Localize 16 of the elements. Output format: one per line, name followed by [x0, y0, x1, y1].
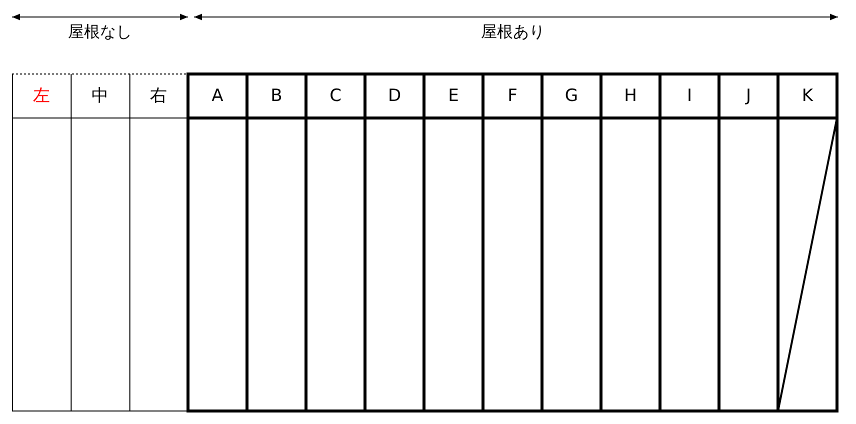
- column-header: 右: [149, 86, 168, 106]
- column-header: 中: [90, 86, 110, 106]
- column-header: E: [447, 86, 460, 106]
- column-header: G: [564, 86, 580, 106]
- column-header: H: [623, 86, 638, 106]
- column-header: J: [744, 86, 752, 106]
- column-header: C: [328, 86, 342, 106]
- column-header: A: [210, 86, 224, 106]
- section-label: 屋根なし: [67, 22, 133, 42]
- section-label: 屋根あり: [480, 22, 546, 42]
- column-header: F: [506, 86, 518, 106]
- column-header: D: [386, 86, 402, 106]
- column-header: I: [686, 86, 693, 106]
- column-header: B: [270, 86, 284, 106]
- column-header: 左: [32, 86, 51, 106]
- column-header: K: [800, 86, 814, 106]
